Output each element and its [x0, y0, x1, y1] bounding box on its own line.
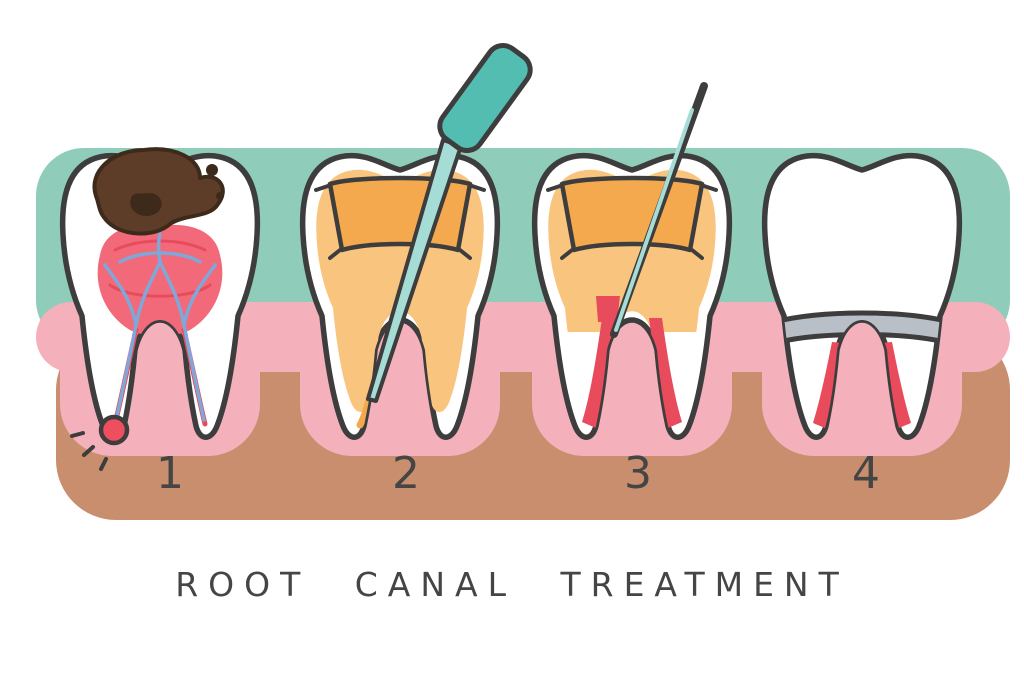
- root-abscess: [70, 414, 130, 471]
- nerve-vessels: [103, 232, 217, 422]
- filled-canal-left: [582, 318, 615, 428]
- illustration-title: ROOT CANAL TREATMENT: [175, 565, 849, 604]
- stage-number-2: 2: [392, 448, 420, 499]
- tooth-stage-1-infected: [63, 147, 258, 471]
- needle-shaft: [614, 108, 694, 332]
- filled-canal-right: [649, 318, 682, 428]
- chamber-hand-ticks: [546, 184, 718, 260]
- pain-tick: [82, 445, 95, 457]
- cavity-dot: [216, 192, 224, 200]
- access-cavity-chamber: [327, 175, 473, 253]
- nerve-line: [182, 263, 217, 327]
- filled-canal-left: [813, 342, 843, 428]
- stage-number-3: 3: [624, 448, 652, 499]
- cavity-blob: [92, 147, 225, 236]
- abscess-circle: [98, 414, 130, 446]
- pain-tick: [70, 431, 85, 438]
- tick: [470, 184, 486, 192]
- stage-number-1: 1: [156, 448, 184, 499]
- caries-cavity: [92, 147, 225, 236]
- access-cavity-chamber: [559, 175, 705, 253]
- nerve-line: [182, 323, 206, 422]
- cavity-dot: [206, 164, 218, 176]
- tick: [546, 184, 562, 192]
- nerve-line: [114, 323, 138, 422]
- pain-tick: [99, 457, 108, 471]
- nerve-line: [103, 263, 138, 327]
- dental-file-tool: [366, 43, 533, 403]
- inflamed-pulp: [97, 224, 223, 336]
- chamber-hand-ticks: [314, 184, 486, 260]
- tick: [328, 248, 342, 260]
- nerve-line: [158, 260, 186, 327]
- nerve-line: [156, 232, 162, 264]
- tick: [690, 248, 704, 260]
- tick: [314, 184, 330, 192]
- dental-file-handle: [437, 43, 533, 153]
- stage-number-4: 4: [852, 448, 880, 499]
- stage-numbers: 1 2 3 4: [156, 448, 880, 499]
- tooth-1-interior: [97, 224, 223, 427]
- tick: [458, 248, 472, 260]
- canal-entry-red: [596, 296, 620, 322]
- nerve-line: [134, 260, 162, 327]
- filled-canal-right: [881, 342, 911, 428]
- pulp-contour-line: [108, 283, 212, 298]
- cavity-dark-core: [130, 192, 162, 217]
- tick: [560, 248, 574, 260]
- endodontic-needle: [610, 82, 708, 338]
- tick: [702, 184, 718, 192]
